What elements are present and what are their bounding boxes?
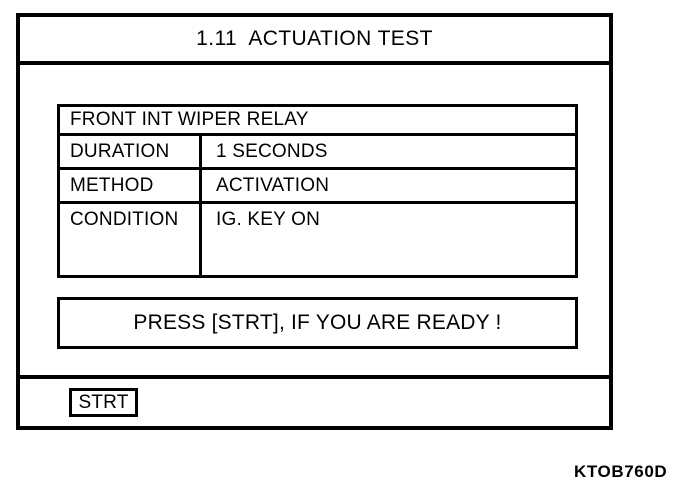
table-row: DURATION 1 SECONDS bbox=[60, 136, 575, 170]
figure-caption: KTOB760D bbox=[574, 462, 668, 481]
prompt-message-text: PRESS [STRT], IF YOU ARE READY ! bbox=[133, 311, 502, 334]
param-value-cell: 1 SECONDS bbox=[202, 136, 575, 167]
softkey-bar: STRT bbox=[20, 375, 609, 426]
screen-body: FRONT INT WIPER RELAY DURATION 1 SECONDS… bbox=[20, 65, 609, 375]
prompt-message-box: PRESS [STRT], IF YOU ARE READY ! bbox=[57, 297, 578, 349]
table-header-row: FRONT INT WIPER RELAY bbox=[60, 107, 575, 136]
param-label-duration: DURATION bbox=[70, 141, 170, 162]
screen-title-bar: 1.11 ACTUATION TEST bbox=[20, 17, 609, 65]
param-value-condition: IG. KEY ON bbox=[216, 209, 321, 230]
param-value-duration: 1 SECONDS bbox=[216, 141, 328, 162]
scan-tool-screen: 1.11 ACTUATION TEST FRONT INT WIPER RELA… bbox=[16, 13, 613, 430]
page-title: 1.11 ACTUATION TEST bbox=[196, 27, 433, 50]
table-row: CONDITION IG. KEY ON bbox=[60, 204, 575, 275]
param-value-cell: ACTIVATION bbox=[202, 170, 575, 201]
strt-button-label: STRT bbox=[78, 391, 129, 413]
param-value-method: ACTIVATION bbox=[216, 175, 330, 196]
strt-button[interactable]: STRT bbox=[69, 388, 138, 417]
param-label-cell: DURATION bbox=[60, 136, 202, 167]
param-label-condition: CONDITION bbox=[70, 209, 179, 230]
device-name-label: FRONT INT WIPER RELAY bbox=[70, 109, 309, 130]
param-label-cell: METHOD bbox=[60, 170, 202, 201]
table-row: METHOD ACTIVATION bbox=[60, 170, 575, 204]
actuation-parameter-table: FRONT INT WIPER RELAY DURATION 1 SECONDS… bbox=[57, 104, 578, 278]
param-value-cell: IG. KEY ON bbox=[202, 204, 575, 275]
param-label-cell: CONDITION bbox=[60, 204, 202, 275]
param-label-method: METHOD bbox=[70, 175, 154, 196]
